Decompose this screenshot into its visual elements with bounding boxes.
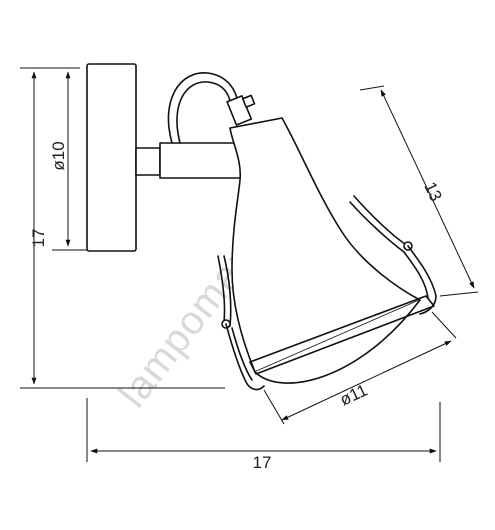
label-total-height: 17 <box>29 229 48 248</box>
dimension-total-height: 17 <box>20 67 225 389</box>
guard-wire-top-2 <box>349 201 405 253</box>
guard-wire-left-1 <box>217 255 226 323</box>
label-total-width: 17 <box>253 453 272 472</box>
label-plate-diameter: ø10 <box>49 141 68 170</box>
shade-rim <box>249 295 435 375</box>
extension-line-lens-right <box>431 311 457 339</box>
extension-line-shade-bottom <box>439 291 479 297</box>
dimension-total-width: 17 <box>86 398 441 472</box>
guard-wire-right-inner <box>403 251 429 299</box>
cable-clamp-nut <box>241 94 256 108</box>
extension-line-shade-top <box>359 85 385 91</box>
cable-inner <box>176 81 232 144</box>
dimension-line-shade-diameter <box>281 340 452 421</box>
dimension-plate-diameter: ø10 <box>49 71 88 251</box>
mounting-plate <box>86 63 137 252</box>
guard-wire-top-1 <box>353 195 409 247</box>
dimension-shade-length: 13 <box>359 85 479 297</box>
guard-wire-bottom-left <box>225 323 265 391</box>
arm-collar <box>135 147 161 176</box>
wall-plate <box>86 63 137 252</box>
cable-outer <box>167 72 239 144</box>
shade-body <box>229 117 421 373</box>
cable-loop <box>167 72 256 144</box>
label-shade-diameter: ø11 <box>337 380 370 409</box>
guard-wire-bottom-left-inner <box>231 327 253 381</box>
dimension-line-shade-length <box>380 89 475 289</box>
extension-line-lens-left <box>263 389 285 425</box>
guard-wire-left-2 <box>223 255 232 327</box>
